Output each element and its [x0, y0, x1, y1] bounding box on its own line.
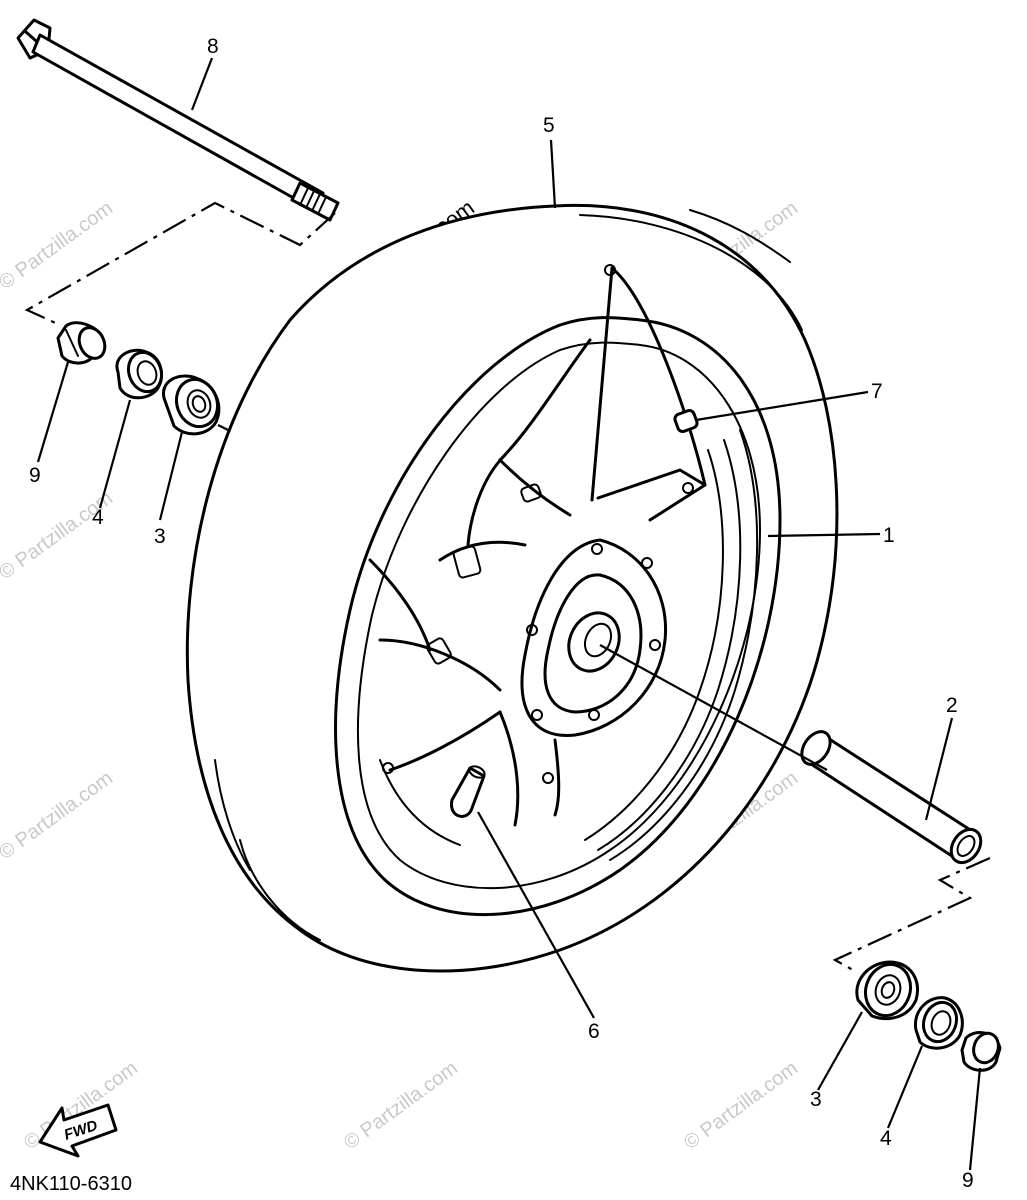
tire: [185, 203, 839, 973]
watermark: © Partzilla.com: [0, 487, 117, 584]
callout-9: 9: [29, 464, 41, 487]
callout-5: 5: [543, 114, 555, 137]
callout-4: 4: [92, 506, 104, 529]
callout-3: 3: [810, 1088, 822, 1111]
callout-2: 2: [946, 694, 958, 717]
callout-4: 4: [880, 1127, 892, 1150]
leader-lines: [36, 57, 982, 1171]
balance-weight: [673, 409, 699, 433]
watermark: © Partzilla.com: [340, 1057, 462, 1154]
collar-right: [960, 1031, 1002, 1072]
watermark: © Partzilla.com: [0, 197, 117, 294]
oil-seal-left: [115, 348, 164, 400]
callout-6: 6: [588, 1020, 600, 1043]
bearing-left: [162, 374, 221, 436]
callout-3: 3: [154, 525, 166, 548]
callout-7: 7: [871, 380, 883, 403]
callout-8: 8: [207, 35, 219, 58]
drawing-code: 4NK110-6310: [10, 1173, 132, 1195]
axle: [16, 18, 340, 222]
wheel-rim: [334, 264, 782, 917]
fwd-arrow-icon: FWD: [38, 1103, 118, 1158]
collar-left: [56, 321, 107, 365]
callout-9: 9: [962, 1169, 974, 1192]
bearing-right: [855, 960, 919, 1021]
valve: [450, 765, 486, 818]
oil-seal-right: [913, 996, 964, 1050]
watermark: © Partzilla.com: [0, 767, 117, 864]
callout-labels: 8 5 7 1 2 6 9 4 3 3 4 9: [29, 35, 974, 1192]
callout-1: 1: [883, 524, 895, 547]
watermark: © Partzilla.com: [680, 1057, 802, 1154]
collar: [800, 730, 983, 865]
